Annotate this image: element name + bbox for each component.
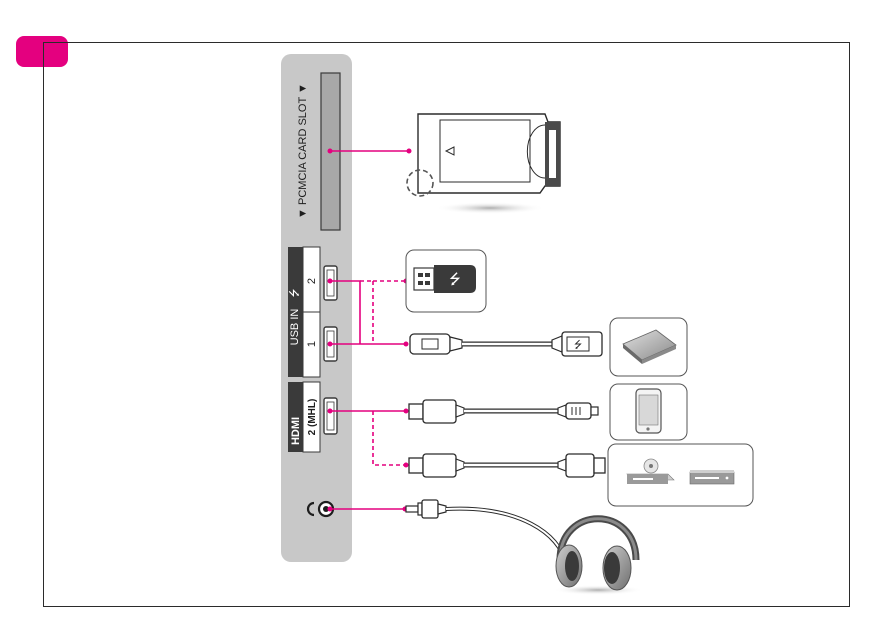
svg-text:⭍: ⭍ xyxy=(449,272,461,288)
headphone-plug-icon xyxy=(406,500,565,562)
usb-port-1-label: 1 xyxy=(306,341,318,347)
hdmi-port-label: 2 (MHL) xyxy=(307,399,318,436)
mhl-cable-icon xyxy=(409,400,598,423)
pcmcia-slot-label: ▼ PCMCIA CARD SLOT ▼ xyxy=(297,83,309,219)
headphones-icon xyxy=(553,519,643,595)
usb-in-label: USB IN xyxy=(289,309,301,346)
hdmi-logo: HDMI xyxy=(290,417,302,445)
usb-symbol-icon: ⭍ xyxy=(288,288,301,297)
hard-drive-icon xyxy=(610,318,687,376)
usb-cable-icon: ⭍ xyxy=(410,332,602,356)
ci-module-icon xyxy=(407,114,560,214)
svg-text:⭍: ⭍ xyxy=(574,339,582,351)
smartphone-icon xyxy=(610,384,687,440)
usb-port-2-label: 2 xyxy=(306,278,318,284)
usb-stick-icon: ⭍ xyxy=(406,250,486,312)
hdmi-cable-icon xyxy=(409,454,605,477)
bluray-player-icon xyxy=(690,470,734,484)
av-devices-box xyxy=(608,444,753,506)
